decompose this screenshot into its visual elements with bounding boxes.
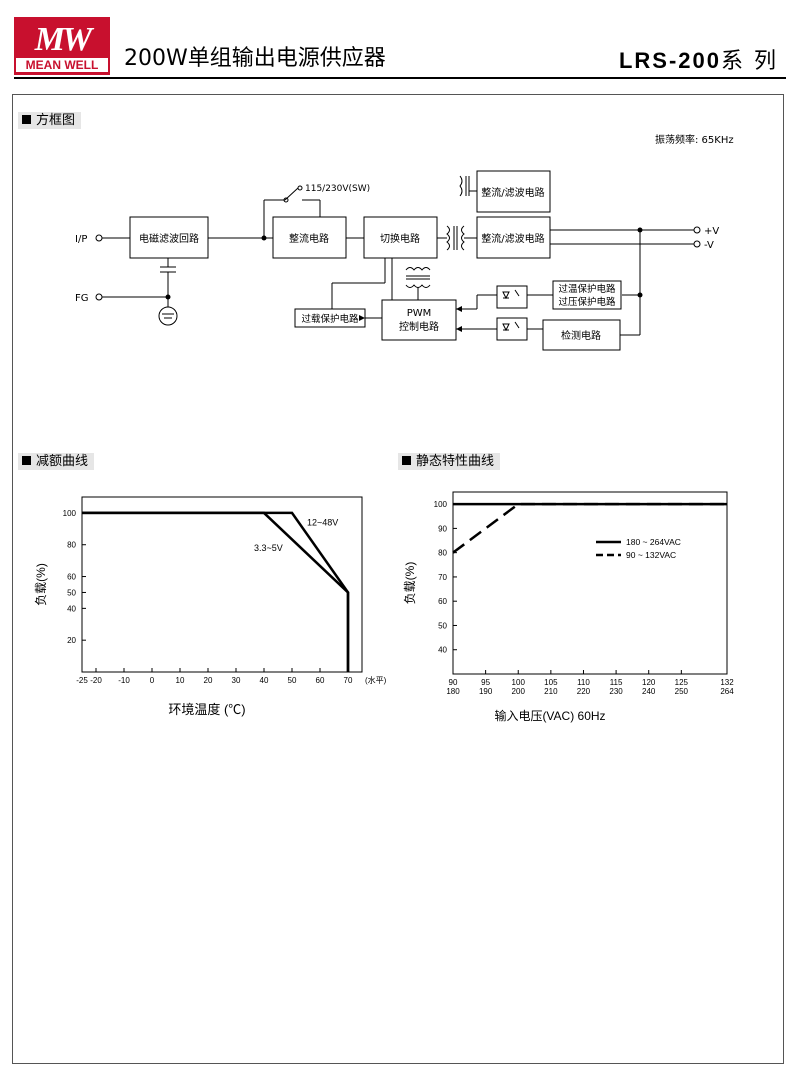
y-tick-label: 80 [67,541,76,550]
x-tick-label-bottom: 264 [720,687,734,696]
x-tick-label-top: 120 [642,678,656,687]
section-bullet [402,456,411,465]
pwm-box [381,299,457,341]
y-tick-label: 70 [438,573,447,582]
rect-filter-top-label: 整流/滤波电路 [481,186,544,199]
x-tick-label-top: 110 [577,678,590,687]
series-label-3-5v: 3.3~5V [254,543,283,553]
series-line-1 [82,511,350,672]
y-tick-label: 100 [63,509,77,518]
pwm-label: PWM [407,308,432,319]
y-tick-label: 90 [438,524,447,533]
oscillation-label: 振荡频率: 65KHz [655,133,734,146]
detect-label: 检测电路 [561,329,601,342]
x-tick-label-bottom: 220 [577,687,591,696]
content-frame [12,94,784,1064]
series-code: LRS-200 [618,48,721,73]
x-axis-title: 输入电压(VAC) 60Hz [494,708,605,723]
x-tick-label-bottom: 210 [544,687,558,696]
optocoupler-top [496,285,528,309]
x-tick-label: -20 [90,676,102,685]
x-tick-label: 60 [316,676,325,685]
ovp-label: 过压保护电路 [558,296,616,308]
x-tick-label-top: 90 [449,678,458,687]
switch-note: 115/230V(SW) [305,184,370,194]
x-tick-label-bottom: 230 [609,687,623,696]
y-axis-title: 负载(%) [34,563,48,606]
otp-label: 过温保护电路 [558,283,616,295]
derating-chart: -25-20 -10 0 10 20 30 40 50 60 70 (水平) 20 40 50 60 80 10… [34,496,387,717]
x-tick-label-top: 95 [481,678,490,687]
series-suffix: 系 列 [721,49,778,74]
y-tick-label: 20 [67,636,76,645]
emi-label: 电磁滤波回路 [139,232,199,245]
y-tick-label: 50 [67,588,76,597]
x-tick-label-top: 125 [675,678,689,687]
x-tick-label: 20 [204,676,213,685]
x-axis-title: 环境温度 (℃) [168,702,245,717]
series-label-12-48v: 12~48V [307,518,338,528]
rectifier-label: 整流电路 [289,232,329,245]
section-bullet [22,456,31,465]
section-block-diagram: 方框图 [18,112,82,129]
vplus-label: +V [704,226,719,237]
fg-label: FG [75,293,89,304]
meanwell-logo: MW MEAN WELL [14,17,110,75]
x-tick-label-bottom: 200 [512,687,526,696]
section-static: 静态特性曲线 [398,453,501,470]
x-tick-label: 40 [260,676,269,685]
legend-label-1: 90 ~ 132VAC [626,550,676,560]
vminus-label: -V [704,240,714,251]
document-title: 200W单组输出电源供应器 [124,46,386,71]
plot-frame [452,491,728,675]
x-tick-label: -25 [76,676,88,685]
y-tick-label: 60 [438,597,447,606]
series-line-0 [82,511,350,672]
x-tick-label: 30 [232,676,241,685]
x-tick-label-top: 132 [720,678,734,687]
series-title: LRS-200系 列 [619,46,778,77]
y-tick-label: 60 [67,573,76,582]
logo-symbol: MW [34,21,92,58]
section-derating: 减额曲线 [18,453,95,470]
y-tick-label: 40 [67,604,76,613]
olp-label: 过载保护电路 [301,313,359,325]
y-tick-label: 100 [434,500,448,509]
section-title: 静态特性曲线 [416,454,495,469]
legend-label-0: 180 ~ 264VAC [626,537,681,547]
block-diagram: 振荡频率: 65KHz I/P FG 电磁滤波回路 整流电路 115/230V(… [75,133,734,351]
pwm-ctrl-label: 控制电路 [399,320,439,333]
x-tick-label-top: 115 [610,678,623,687]
plot-frame [81,496,363,673]
rect-filter-main-label: 整流/滤波电路 [481,232,544,245]
y-axis-title: 负载(%) [403,562,417,605]
x-tick-label: -10 [118,676,130,685]
x-tick-label: 0 [150,676,155,685]
optocoupler-bottom [496,317,528,341]
logo-text: MEAN WELL [16,58,108,72]
x-unit-label: (水平) [365,675,387,685]
switching-label: 切换电路 [380,232,420,245]
x-tick-label-bottom: 190 [479,687,493,696]
x-tick-label: 50 [288,676,297,685]
section-bullet [22,115,31,124]
ip-label: I/P [75,234,87,245]
y-tick-label: 50 [438,621,447,630]
x-tick-label: 10 [176,676,185,685]
section-title: 减额曲线 [36,454,89,469]
x-tick-label-bottom: 180 [446,687,460,696]
static-characteristics-chart: 9018095190100200105210110220115230120240… [403,491,734,723]
x-tick-label-top: 105 [544,678,558,687]
section-title: 方框图 [36,113,76,128]
x-tick-label-bottom: 240 [642,687,656,696]
x-tick-label-top: 100 [512,678,526,687]
x-tick-label: 70 [344,676,353,685]
y-tick-label: 40 [438,646,447,655]
header-rule [14,77,786,79]
x-tick-label-bottom: 250 [675,687,689,696]
y-tick-label: 80 [438,549,447,558]
series-line-1 [452,502,727,554]
